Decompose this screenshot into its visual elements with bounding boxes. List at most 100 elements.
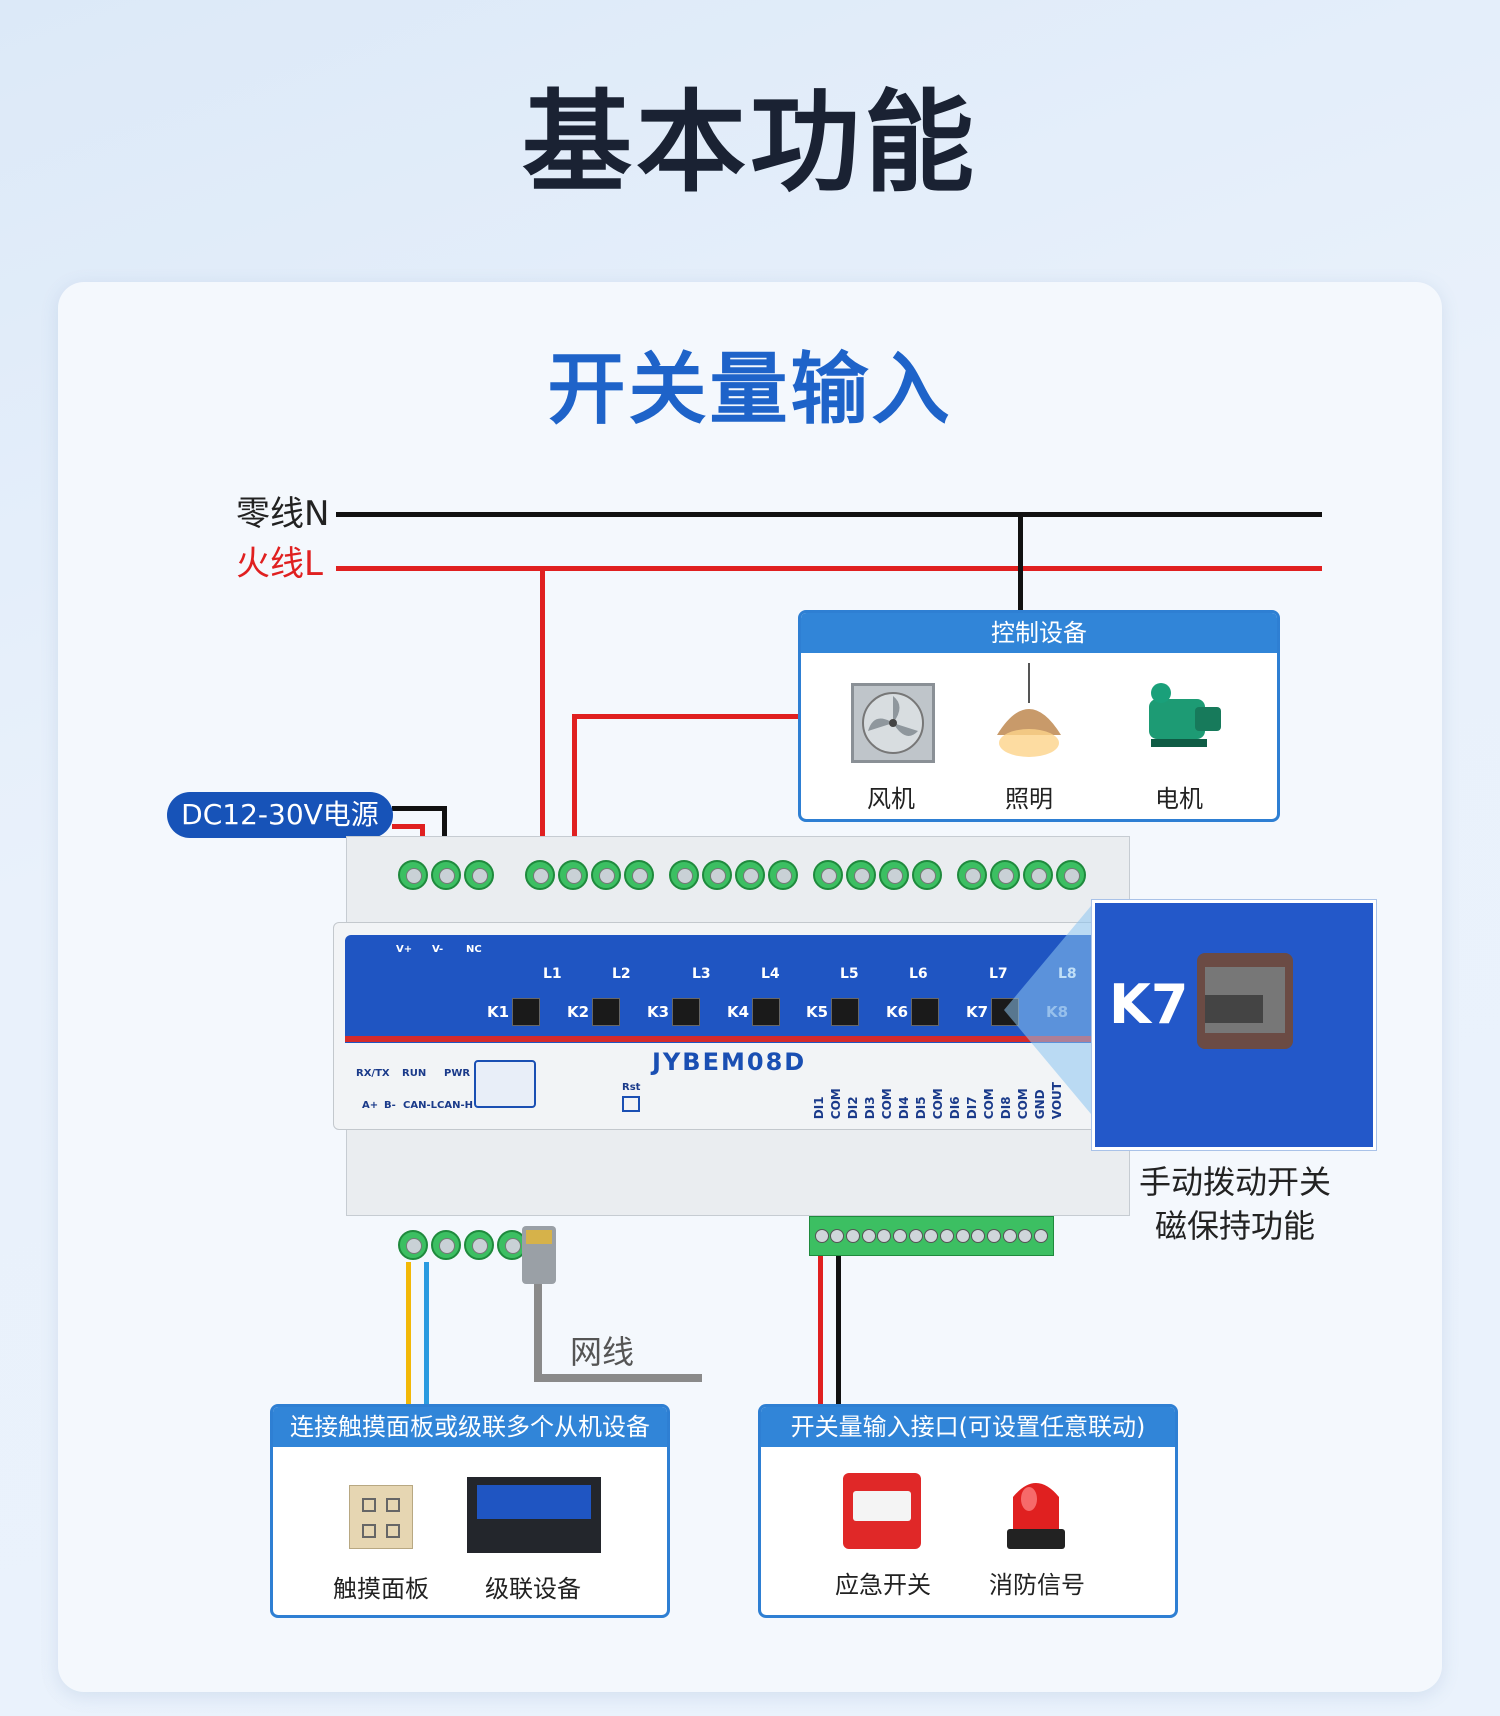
neutral-wire	[336, 512, 1322, 517]
bus-terminal-block	[398, 1230, 527, 1260]
cascade-device-icon	[467, 1477, 601, 1553]
main-title: 基本功能	[522, 79, 978, 207]
relay-label: L4	[761, 966, 780, 982]
di-term-label: GND	[1033, 1089, 1047, 1120]
di-term-label: DI1	[812, 1096, 826, 1120]
neutral-wire-label: 零线N	[236, 494, 330, 534]
di-wire-black	[836, 1256, 841, 1406]
network-cable-label: 网线	[570, 1333, 635, 1371]
bus-term-label: B-	[384, 1100, 396, 1111]
key-label: K7	[966, 1003, 989, 1021]
power-term-label: V-	[432, 944, 444, 955]
power-supply-badge: DC12-30V电源	[167, 792, 393, 838]
controlled-devices-box: 控制设备 风机 照明 电机	[798, 610, 1280, 822]
relay-label: L3	[692, 966, 711, 982]
k7-caption-line1: 手动拨动开关	[1138, 1163, 1331, 1201]
output-wire-horizontal	[572, 714, 800, 719]
key-label: K5	[806, 1003, 829, 1021]
power-term-label: NC	[466, 944, 482, 955]
key-label: K1	[487, 1003, 510, 1021]
emergency-switch-icon	[843, 1473, 921, 1549]
key-label: K6	[886, 1003, 909, 1021]
bus-term-label: CAN-H	[437, 1100, 473, 1111]
di-terminal-labels: DI1 COM DI2 DI3 COM DI4 DI5 COM DI6 DI7 …	[812, 1082, 1065, 1119]
key-label: K4	[727, 1003, 750, 1021]
bus-wire-a	[406, 1262, 411, 1406]
output-wire-vertical	[572, 716, 577, 866]
di-term-label: COM	[880, 1088, 894, 1120]
reset-label: Rst	[622, 1082, 641, 1093]
relay-label: L1	[543, 966, 562, 982]
bus-term-label: A+	[362, 1100, 379, 1111]
neutral-drop-wire	[1018, 512, 1023, 612]
controlled-item-label: 照明	[1005, 785, 1053, 813]
bus-wire-b	[424, 1262, 429, 1406]
controlled-item-label: 风机	[867, 785, 915, 813]
manual-switch-k2[interactable]	[592, 998, 620, 1026]
manual-switch-k1[interactable]	[512, 998, 540, 1026]
key-label: K2	[567, 1003, 590, 1021]
motor-icon	[1141, 679, 1225, 753]
controlled-devices-header: 控制设备	[801, 613, 1277, 653]
slave-item-label: 级联设备	[485, 1575, 581, 1603]
power-term-label: V+	[396, 944, 413, 955]
di-devices-box: 开关量输入接口(可设置任意联动) 应急开关 消防信号	[758, 1404, 1178, 1618]
di-term-label: COM	[931, 1088, 945, 1120]
relay-terminal-block	[813, 860, 942, 890]
k7-zoom-callout: K7	[1092, 900, 1376, 1150]
manual-switch-k4[interactable]	[752, 998, 780, 1026]
live-wire	[336, 566, 1322, 571]
network-cable-vertical	[534, 1284, 542, 1380]
network-cable-horizontal	[534, 1374, 702, 1382]
di-devices-header: 开关量输入接口(可设置任意联动)	[761, 1407, 1175, 1447]
di-terminal-strip	[809, 1216, 1054, 1256]
network-plug-icon	[522, 1226, 556, 1284]
relay-terminal-block	[957, 860, 1086, 890]
di-term-label: VOUT	[1050, 1082, 1064, 1120]
zoom-beam	[1004, 900, 1096, 1120]
indicator-label: RX/TX	[356, 1068, 390, 1079]
di-item-label: 应急开关	[835, 1571, 931, 1599]
di-term-label: COM	[829, 1088, 843, 1120]
power-neg-wire	[392, 806, 446, 811]
relay-label: L5	[840, 966, 859, 982]
manual-switch-k3[interactable]	[672, 998, 700, 1026]
di-term-label: COM	[982, 1088, 996, 1120]
power-terminal-block	[398, 860, 494, 890]
relay-terminal-block	[669, 860, 798, 890]
di-wire-red	[818, 1256, 823, 1406]
indicator-label: RUN	[402, 1068, 427, 1079]
di-term-label: COM	[1016, 1088, 1030, 1120]
di-item-label: 消防信号	[989, 1571, 1085, 1599]
model-name: JYBEM08D	[652, 1048, 807, 1076]
live-wire-label: 火线L	[236, 544, 323, 584]
relay-terminal-block	[525, 860, 654, 890]
di-term-label: DI8	[999, 1096, 1013, 1120]
manual-switch-k5[interactable]	[831, 998, 859, 1026]
toggle-switch-icon	[1197, 953, 1293, 1049]
fire-alarm-light-icon	[1005, 1469, 1067, 1551]
slave-devices-box: 连接触摸面板或级联多个从机设备 触摸面板 级联设备	[270, 1404, 670, 1618]
controller-red-stripe	[345, 1036, 1105, 1042]
controlled-item-label: 电机	[1155, 785, 1203, 813]
di-term-label: DI2	[846, 1096, 860, 1120]
controller-blue-panel	[345, 935, 1105, 1043]
reset-button[interactable]	[622, 1096, 640, 1112]
ethernet-port[interactable]	[474, 1060, 536, 1108]
fan-icon	[851, 683, 935, 763]
relay-label: L7	[989, 966, 1008, 982]
slave-devices-header: 连接触摸面板或级联多个从机设备	[273, 1407, 667, 1447]
k7-caption-line2: 磁保持功能	[1154, 1207, 1315, 1245]
manual-switch-k6[interactable]	[911, 998, 939, 1026]
k7-zoom-label: K7	[1109, 973, 1189, 1036]
touch-panel-icon	[349, 1485, 413, 1549]
slave-item-label: 触摸面板	[333, 1575, 429, 1603]
relay-label: L2	[612, 966, 631, 982]
section-title: 开关量输入	[547, 345, 953, 435]
di-term-label: DI3	[863, 1096, 877, 1120]
power-pos-wire	[392, 824, 424, 829]
di-term-label: DI7	[965, 1096, 979, 1120]
di-term-label: DI6	[948, 1096, 962, 1120]
bus-term-label: CAN-L	[403, 1100, 437, 1111]
di-term-label: DI5	[914, 1096, 928, 1120]
